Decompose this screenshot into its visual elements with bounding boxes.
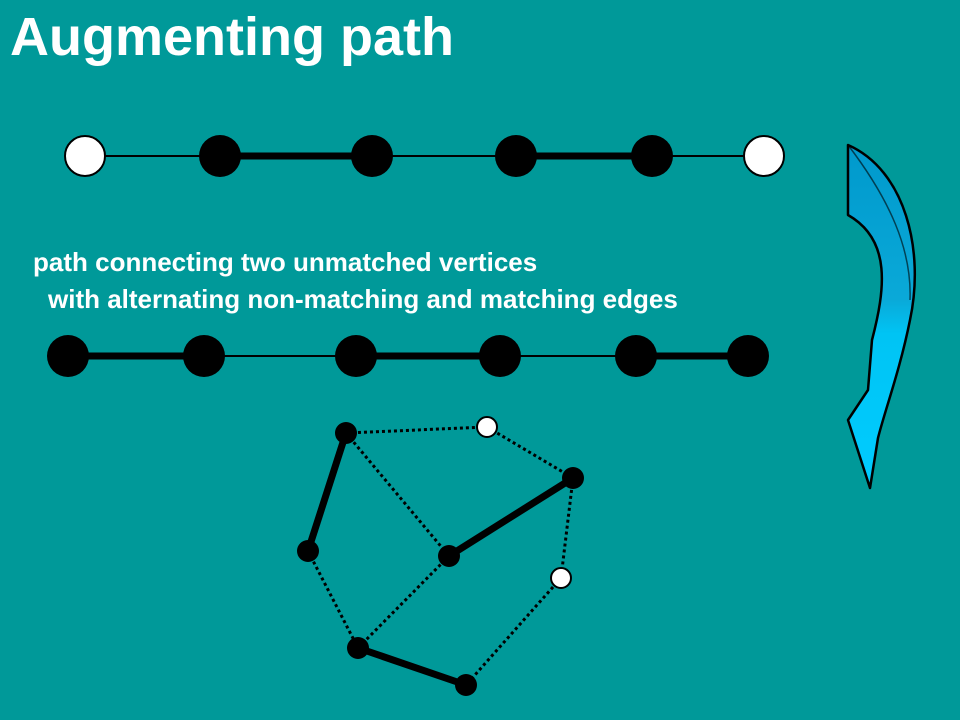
matched-vertex [438, 545, 460, 567]
example-graph [297, 416, 584, 696]
matched-vertex [199, 135, 241, 177]
non-matching-edge [559, 477, 575, 579]
matched-vertex [631, 135, 673, 177]
caption-line-2: with alternating non-matching and matchi… [48, 284, 678, 314]
matched-vertex [47, 335, 89, 377]
matched-vertex [562, 467, 584, 489]
unmatched-vertex [550, 567, 572, 589]
matched-vertex [183, 335, 225, 377]
matched-vertex [335, 422, 357, 444]
non-matching-edge [464, 577, 563, 686]
matched-vertex [495, 135, 537, 177]
curved-down-arrow-icon [846, 143, 917, 490]
after-augmenting-path [47, 335, 769, 377]
unmatched-vertex [476, 416, 498, 438]
matched-vertex [727, 335, 769, 377]
matched-vertex [479, 335, 521, 377]
non-matching-edge [306, 550, 360, 649]
non-matching-edge [345, 425, 488, 435]
matched-vertex [351, 135, 393, 177]
matched-vertex [615, 335, 657, 377]
non-matching-edge [344, 432, 451, 557]
matching-edge [356, 644, 468, 689]
matching-edge [447, 475, 575, 559]
caption-line-1: path connecting two unmatched vertices [33, 247, 538, 277]
non-matching-edge [486, 425, 574, 480]
matched-vertex [335, 335, 377, 377]
unmatched-vertex [64, 135, 106, 177]
unmatched-vertex [743, 135, 785, 177]
non-matching-edge [356, 554, 451, 650]
slide-title: Augmenting path [10, 7, 454, 67]
matching-edge [304, 431, 350, 553]
matched-vertex [347, 637, 369, 659]
matched-vertex [297, 540, 319, 562]
before-augmenting-path [64, 135, 785, 177]
matched-vertex [455, 674, 477, 696]
